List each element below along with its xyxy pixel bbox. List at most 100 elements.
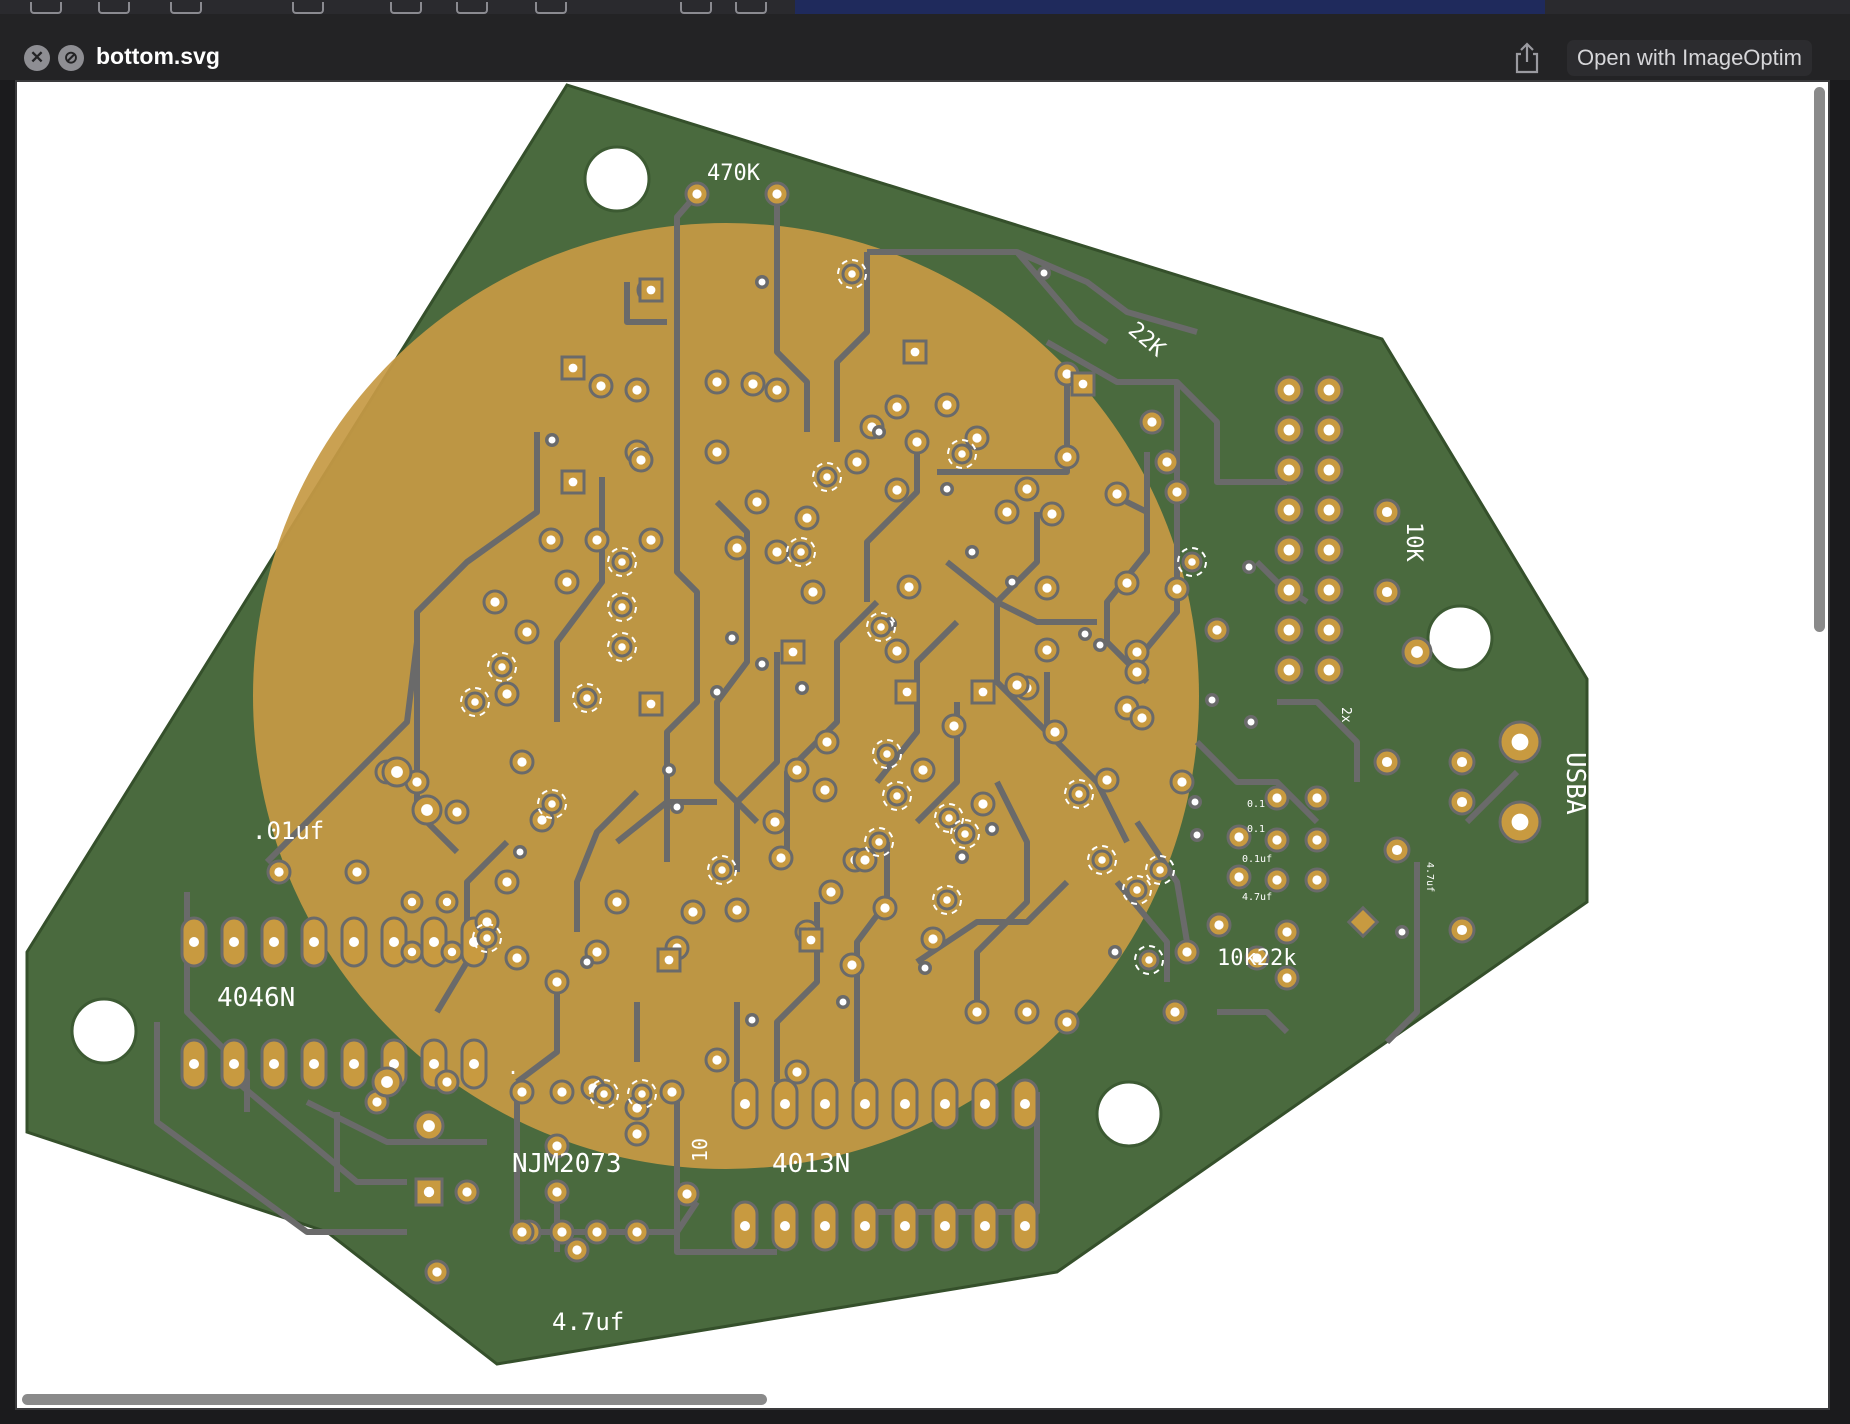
pcb-drill [592,947,602,957]
label-10k: 10K [1401,522,1426,562]
horizontal-scrollbar[interactable] [22,1394,767,1405]
pcb-via-hole [1111,948,1119,956]
pcb-drill [877,623,885,631]
pcb-drill [772,385,782,395]
pcb-drill [943,896,951,904]
pcb-drill [1283,464,1295,476]
pcb-drill [1022,1007,1032,1017]
pcb-drill [269,937,279,947]
pcb-drill [1050,727,1060,737]
pcb-drill [1283,504,1295,516]
pcb-drill [1214,920,1224,930]
pcb-drill [1132,667,1142,677]
fullscreen-button[interactable]: ⊘ [58,45,84,71]
pcb-drill [1212,625,1222,635]
pcb-drill [381,1076,393,1088]
pcb-thermal-relief [572,683,602,713]
pcb-drill [618,558,626,566]
pcb-thermal-relief [607,632,637,662]
pcb-drill [928,934,938,944]
columns-icon [98,2,130,14]
pcb-drill [389,937,399,947]
pcb-drill [498,663,506,671]
pcb-drill [860,855,870,865]
pcb-via-hole [1008,578,1016,586]
pcb-drill [780,1221,790,1231]
pcb-via-hole [875,428,883,436]
pcb-bottom-layer: 470K 22K 10K .01uf 4046N NJM2073 10 4013… [25,83,1590,1366]
pcb-via-hole [1245,563,1253,571]
pcb-drill [349,1059,359,1069]
pcb-thermal-relief [812,462,842,492]
pcb-via-hole [665,766,673,774]
pcb-drill [1042,645,1052,655]
pcb-drill [1511,813,1529,831]
list-icon [30,2,62,14]
pcb-drill [421,804,433,816]
pcb-drill [1177,777,1187,787]
pcb-drill [880,903,890,913]
pcb-drill [949,721,959,731]
pcb-drill [772,547,782,557]
pcb-drill [1323,424,1335,436]
pcb-drill [1042,583,1052,593]
pcb-drill [618,603,626,611]
pcb-thermal-relief [932,885,962,915]
pcb-drill [940,1099,950,1109]
pcb-drill [274,867,284,877]
pcb-drill [900,1099,910,1109]
pcb-drill [802,513,812,523]
pcb-via-hole [673,803,681,811]
pcb-drill [1323,464,1335,476]
pcb-drill [646,535,656,545]
pcb-drill [557,1227,567,1237]
mounting-hole [1426,604,1494,672]
pcb-drill [548,800,556,808]
pcb-drill [940,1221,950,1231]
pcb-thermal-relief [707,855,737,885]
pcb-drill [1272,835,1282,845]
pcb-via-hole [1040,269,1048,277]
pcb-drill [1283,664,1295,676]
pcb-drill [1312,835,1322,845]
pcb-via-hole [1096,641,1104,649]
label-10k22k: 10k22k [1217,946,1296,971]
pcb-drill [740,1099,750,1109]
pcb-drill [1062,369,1072,379]
pcb-drill [910,347,920,357]
pcb-drill [517,757,527,767]
pcb-thermal-relief [947,439,977,469]
pcb-drill [1182,947,1192,957]
background-window-strip [795,0,1545,14]
pcb-via-hole [1398,928,1406,936]
svg-preview-canvas: 470K 22K 10K .01uf 4046N NJM2073 10 4013… [15,80,1830,1410]
close-button[interactable]: ✕ [24,45,50,71]
pcb-drill [806,935,816,945]
pcb-drill [1381,756,1393,768]
pcb-drill [592,1227,602,1237]
pcb-drill [512,953,522,963]
pcb-drill [269,1059,279,1069]
pcb-drill [1062,452,1072,462]
pcb-drill [469,937,479,947]
pcb-drill [568,363,578,373]
pcb-drill [632,1227,642,1237]
pcb-drill [1170,1007,1180,1017]
label-small-cap: 0.1 [1247,799,1265,810]
share-icon[interactable] [1513,42,1541,74]
pcb-drill [912,437,922,447]
pcb-drill [664,955,674,965]
pcb-drill [1122,578,1132,588]
pcb-drill [546,535,556,545]
vertical-scrollbar[interactable] [1814,87,1825,632]
pcb-drill [875,838,883,846]
pcb-drill [423,1120,435,1132]
open-with-imageoptim-button[interactable]: Open with ImageOptim [1567,40,1812,76]
label-4046n: 4046N [217,983,295,1013]
pcb-via-hole [1081,630,1089,638]
pcb-drill [1172,584,1182,594]
label-small-cap: 4.7uf [1242,892,1272,903]
pcb-drill [780,1099,790,1109]
pcb-drill [792,765,802,775]
pcb-drill [1002,507,1012,517]
